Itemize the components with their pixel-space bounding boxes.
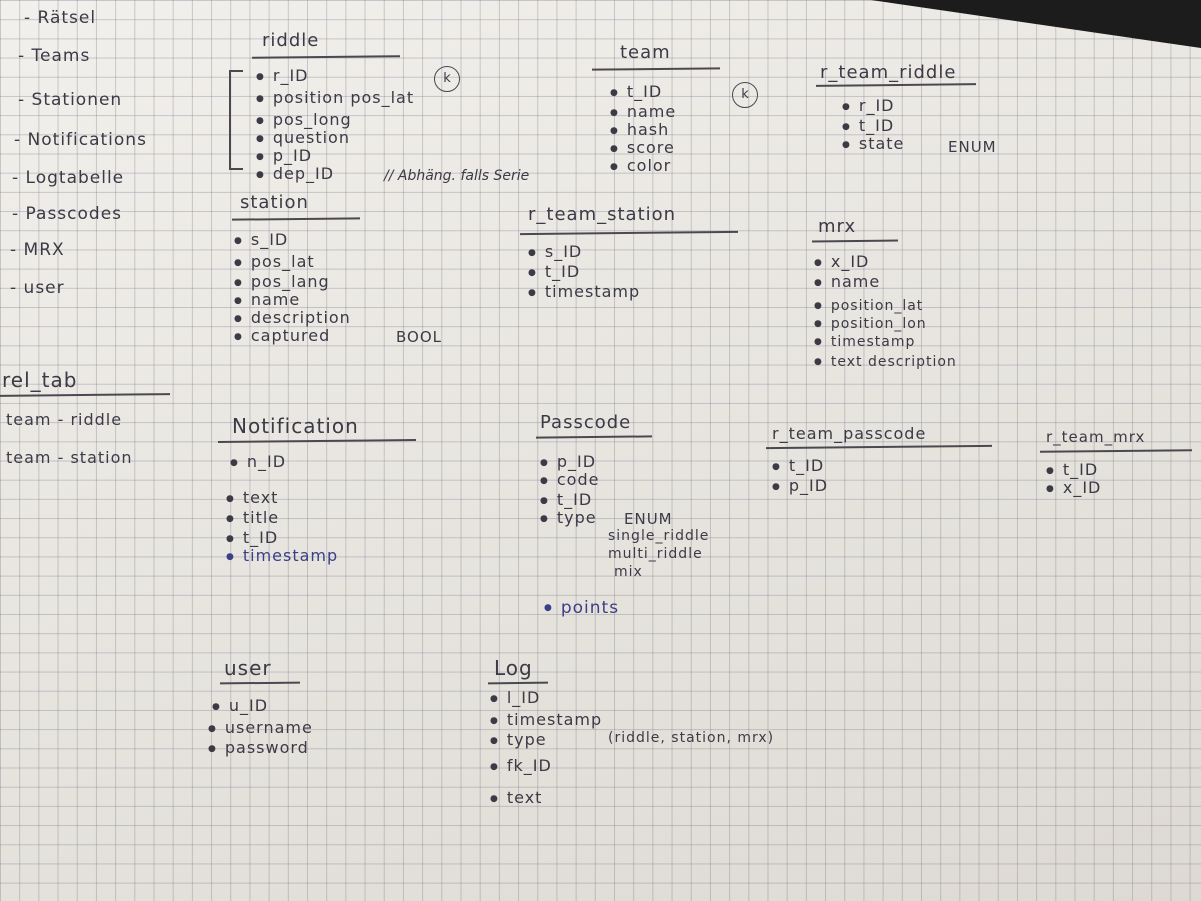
field-row: ●s_ID xyxy=(234,230,289,249)
field-row: ●n_ID xyxy=(230,452,287,471)
field-row: ●score xyxy=(610,138,675,157)
field-row: ●title xyxy=(226,508,280,527)
table-title: r_team_passcode xyxy=(772,424,927,443)
field-row: ●text description xyxy=(814,354,957,370)
field-row: ●text xyxy=(226,488,279,507)
dependency-note: // Abhäng. falls Serie xyxy=(384,168,530,184)
rel-tab-row: team - station xyxy=(6,448,133,467)
field-row: ●captured xyxy=(234,326,331,345)
field-row: ●pos_lang xyxy=(234,272,330,291)
enum-label: ENUM xyxy=(948,138,997,156)
table-title: Log xyxy=(494,656,533,680)
field-row: ●x_ID xyxy=(814,252,870,271)
table-title: r_team_riddle xyxy=(820,62,957,83)
table-title: Passcode xyxy=(540,412,632,433)
field-row: ●t_ID xyxy=(772,456,825,475)
field-row: ●username xyxy=(208,718,313,737)
field-row: ●t_ID xyxy=(540,490,593,509)
field-row: ●points xyxy=(544,598,620,618)
field-row: ●color xyxy=(610,156,672,175)
field-row: ●dep_ID xyxy=(256,164,335,183)
table-title: team xyxy=(620,42,671,63)
field-row: ●timestamp xyxy=(490,710,603,729)
field-row: ●position_lat xyxy=(814,298,924,314)
list-item: - Rätsel xyxy=(24,8,97,28)
bracket-mark xyxy=(229,70,243,170)
enum-value: multi_riddle xyxy=(608,546,703,562)
list-item: - Logtabelle xyxy=(12,168,125,188)
dark-corner-background xyxy=(871,0,1201,48)
table-title: mrx xyxy=(818,216,857,237)
field-row: ●x_ID xyxy=(1046,478,1102,497)
field-row: ●pos_lat xyxy=(234,252,315,271)
field-row: ●t_ID xyxy=(842,116,895,135)
field-row: ●password xyxy=(208,738,309,757)
type-note: (riddle, station, mrx) xyxy=(608,730,775,746)
field-row: ●type xyxy=(540,508,597,527)
field-row: ●l_ID xyxy=(490,688,541,707)
field-row: ●pos_long xyxy=(256,110,352,129)
field-row: ●timestamp xyxy=(226,546,339,565)
field-row: ●t_ID xyxy=(226,528,279,547)
enum-value: mix xyxy=(614,564,643,580)
field-row: ●description xyxy=(234,308,351,327)
field-row: ●r_ID xyxy=(256,66,309,85)
rel-tab-title: rel_tab xyxy=(2,368,78,392)
field-row: ●text xyxy=(490,788,543,807)
rel-tab-row: team - riddle xyxy=(6,410,123,429)
list-item: - Notifications xyxy=(14,130,147,150)
table-title: riddle xyxy=(262,30,320,51)
field-row: ●r_ID xyxy=(842,96,895,115)
bool-label: BOOL xyxy=(396,328,442,346)
field-row: ●p_ID xyxy=(256,146,313,165)
enum-label: ENUM xyxy=(624,510,673,528)
list-item: - user xyxy=(10,278,65,298)
field-row: ●type xyxy=(490,730,547,749)
field-row: ●p_ID xyxy=(540,452,597,471)
table-title: user xyxy=(224,656,272,680)
list-item: - Teams xyxy=(18,46,91,66)
field-row: ●name xyxy=(234,290,301,309)
field-row: ●s_ID xyxy=(528,242,583,261)
list-item: - Stationen xyxy=(18,90,123,110)
key-badge: k xyxy=(434,66,460,92)
field-row: ●state xyxy=(842,134,905,153)
field-row: ●t_ID xyxy=(528,262,581,281)
table-title: Notification xyxy=(232,414,359,438)
enum-value: single_riddle xyxy=(608,528,710,544)
field-row: ●position pos_lat xyxy=(256,88,415,107)
field-row: ●position_lon xyxy=(814,316,927,332)
list-item: - MRX xyxy=(10,240,65,260)
table-title: station xyxy=(240,192,309,213)
table-title: r_team_mrx xyxy=(1046,428,1146,446)
table-title: r_team_station xyxy=(528,204,677,225)
field-row: ●t_ID xyxy=(610,82,663,101)
field-row: ●timestamp xyxy=(814,334,916,350)
field-row: ●fk_ID xyxy=(490,756,552,775)
field-row: ●name xyxy=(610,102,677,121)
field-row: ●t_ID xyxy=(1046,460,1099,479)
field-row: ●name xyxy=(814,272,881,291)
field-row: ●code xyxy=(540,470,600,489)
field-row: ●p_ID xyxy=(772,476,829,495)
key-badge: k xyxy=(732,82,758,108)
field-row: ●timestamp xyxy=(528,282,641,301)
list-item: - Passcodes xyxy=(12,204,123,224)
field-row: ●u_ID xyxy=(212,696,269,715)
field-row: ●hash xyxy=(610,120,670,139)
field-row: ●question xyxy=(256,128,350,147)
